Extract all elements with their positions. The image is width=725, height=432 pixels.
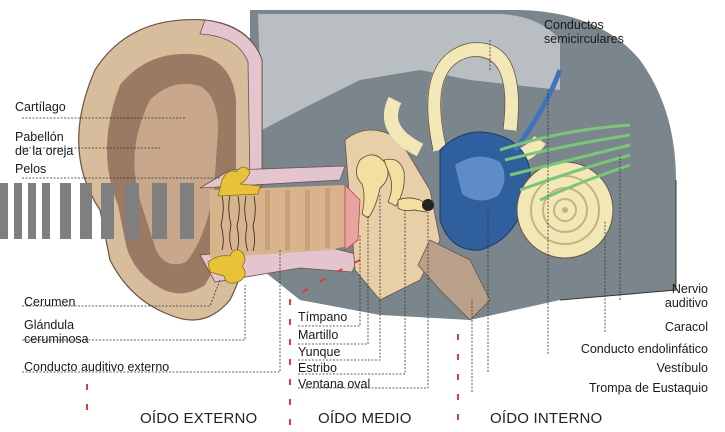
label-ventana-oval: Ventana oval <box>298 377 370 391</box>
label-pelos: Pelos <box>15 162 46 176</box>
label-caracol: Caracol <box>665 320 708 334</box>
vestibule-highlight <box>455 157 505 201</box>
label-martillo: Martillo <box>298 328 338 342</box>
ear-canal <box>210 185 355 258</box>
label-cartilago: Cartílago <box>15 100 66 114</box>
label-yunque: Yunque <box>298 345 340 359</box>
label-cerumen: Cerumen <box>24 295 75 309</box>
label-nervio-auditivo: Nervio auditivo <box>665 282 708 310</box>
label-conducto-externo: Conducto auditivo externo <box>24 360 169 374</box>
label-glandula: Glándula ceruminosa <box>24 318 89 346</box>
section-oido-interno: OÍDO INTERNO <box>490 410 602 427</box>
label-estribo: Estribo <box>298 361 337 375</box>
label-conducto-endolinfatico: Conducto endolinfático <box>581 342 708 356</box>
section-oido-externo: OÍDO EXTERNO <box>140 410 257 427</box>
label-timpano: Tímpano <box>298 310 347 324</box>
section-oido-medio: OÍDO MEDIO <box>318 410 412 427</box>
oval-window <box>422 199 434 211</box>
label-vestibulo: Vestíbulo <box>657 361 708 375</box>
label-pabellon: Pabellón de la oreja <box>15 130 73 158</box>
label-conductos-semicirculares: Conductos semicirculares <box>544 18 624 46</box>
label-trompa-eustaquio: Trompa de Eustaquio <box>589 381 708 395</box>
